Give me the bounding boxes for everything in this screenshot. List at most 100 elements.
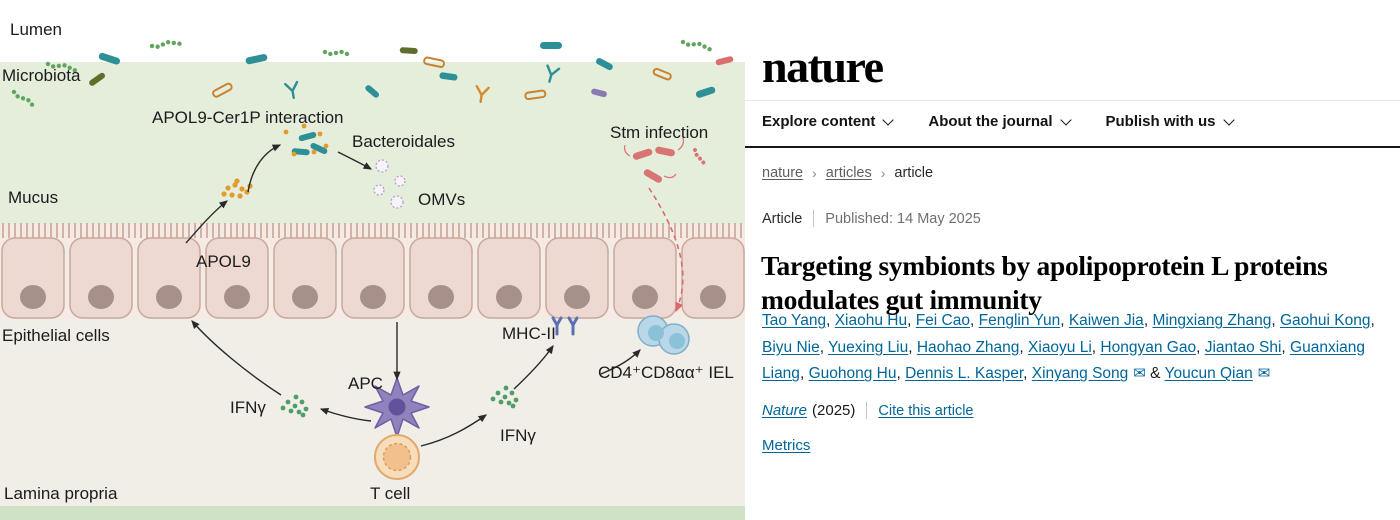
author-separator: , — [1196, 338, 1205, 356]
mhc2-receptor-icons — [551, 316, 579, 336]
author-link[interactable]: Biyu Nie — [762, 338, 820, 356]
author-separator: , — [826, 312, 835, 329]
chevron-down-icon — [882, 113, 895, 126]
ifng-cluster-right — [490, 385, 519, 409]
omv-vesicles — [373, 159, 406, 209]
author-link[interactable]: Xinyang Song — [1031, 365, 1129, 383]
label-t-cell: T cell — [370, 484, 411, 503]
author-separator: , — [1091, 338, 1101, 356]
stm-bacteria — [623, 137, 706, 183]
figure-panel: Lumen Microbiota APOL9-Cer1P interaction… — [0, 20, 745, 520]
nav-label: Explore content — [762, 113, 876, 130]
label-ifng-left: IFNγ — [230, 398, 266, 417]
label-mhc2: MHC-II — [502, 324, 556, 343]
email-icon[interactable]: ✉ — [1133, 365, 1146, 383]
article-type-label: Article — [762, 210, 803, 227]
author-separator: , — [1370, 312, 1375, 329]
author-link[interactable]: Fei Cao — [915, 312, 970, 329]
author-separator: , — [799, 365, 809, 383]
author-link[interactable]: Dennis L. Kasper — [905, 365, 1024, 383]
author-link[interactable]: Guohong Hu — [808, 365, 897, 383]
label-epithelial-cells: Epithelial cells — [2, 326, 110, 345]
author-link[interactable]: Yuexing Liu — [828, 338, 909, 356]
author-separator: , — [1143, 312, 1153, 329]
label-bacteroidales: Bacteroidales — [352, 132, 456, 151]
nav-label: About the journal — [928, 113, 1053, 130]
author-separator: , — [907, 312, 916, 329]
chevron-down-icon — [1059, 113, 1072, 126]
bacteroidales-cluster — [283, 123, 329, 157]
metrics-link[interactable]: Metrics — [762, 437, 811, 454]
cite-divider — [866, 402, 868, 419]
author-link[interactable]: Tao Yang — [762, 312, 827, 329]
label-lumen: Lumen — [10, 20, 62, 39]
author-link[interactable]: Fenglin Yun — [978, 312, 1061, 329]
label-apol9: APOL9 — [196, 252, 251, 271]
author-separator: & — [1145, 365, 1165, 383]
figure-illustration — [0, 39, 745, 520]
article-meta: Article Published: 14 May 2025 — [762, 210, 981, 227]
meta-divider — [813, 210, 815, 227]
microbiota-bacteria — [11, 39, 734, 107]
cite-this-article-link[interactable]: Cite this article — [878, 402, 974, 419]
published-date: Published: 14 May 2025 — [825, 210, 981, 227]
author-link[interactable]: Gaohui Kong — [1279, 312, 1371, 329]
author-separator: , — [1023, 365, 1032, 383]
label-apol9-cer1p: APOL9-Cer1P interaction — [152, 108, 344, 127]
label-microbiota: Microbiota — [2, 66, 81, 85]
label-mucus: Mucus — [8, 188, 59, 207]
author-link[interactable]: Haohao Zhang — [916, 338, 1020, 356]
author-separator: , — [896, 365, 906, 383]
nav-publish-with-us[interactable]: Publish with us — [1105, 113, 1235, 130]
author-link[interactable]: Youcun Qian — [1164, 365, 1253, 383]
site-nav: Explore content About the journal Publis… — [762, 113, 1235, 130]
nav-label: Publish with us — [1105, 113, 1216, 130]
breadcrumb-separator-icon: › — [880, 165, 886, 181]
breadcrumb-nature[interactable]: nature — [762, 165, 804, 181]
author-link[interactable]: Kaiwen Jia — [1068, 312, 1144, 329]
author-separator: , — [1281, 338, 1291, 356]
author-separator: , — [819, 338, 829, 356]
breadcrumb-articles[interactable]: articles — [825, 165, 872, 181]
label-omvs: OMVs — [418, 190, 466, 209]
author-separator: , — [908, 338, 917, 356]
breadcrumb-separator-icon: › — [812, 165, 817, 181]
metrics-row: Metrics — [762, 437, 810, 454]
iel-cells — [637, 315, 690, 355]
ifng-cluster-left — [280, 394, 309, 418]
author-separator: , — [1019, 338, 1029, 356]
label-lamina-propria: Lamina propria — [4, 484, 118, 503]
citation-row: Nature (2025) Cite this article — [762, 402, 973, 419]
author-link[interactable]: Jiantao Shi — [1204, 338, 1282, 356]
header-divider-dark — [745, 146, 1400, 148]
author-list: Tao Yang, Xiaohu Hu, Fei Cao, Fenglin Yu… — [762, 308, 1386, 388]
epithelial-nuclei — [20, 285, 726, 309]
label-ifng-right: IFNγ — [500, 426, 536, 445]
author-link[interactable]: Xiaohu Hu — [834, 312, 908, 329]
epithelial-cell-row — [1, 237, 745, 319]
author-link[interactable]: Xiaoyu Li — [1028, 338, 1092, 356]
article-page-panel: nature Explore content About the journal… — [745, 0, 1400, 520]
t-cell — [374, 434, 420, 480]
breadcrumb-article: article — [894, 165, 934, 181]
breadcrumb: nature › articles › article — [762, 165, 933, 181]
journal-link[interactable]: Nature — [762, 402, 808, 419]
author-link[interactable]: Guanxiang Liang — [762, 338, 1366, 383]
chevron-down-icon — [1222, 113, 1235, 126]
author-link[interactable]: Hongyan Gao — [1100, 338, 1197, 356]
article-title: Targeting symbionts by apolipoprotein L … — [761, 250, 1328, 315]
email-icon[interactable]: ✉ — [1257, 365, 1271, 383]
nature-logo[interactable]: nature — [762, 41, 884, 92]
author-link[interactable]: Mingxiang Zhang — [1152, 312, 1272, 329]
label-apc: APC — [348, 374, 383, 393]
header-divider-light — [745, 100, 1400, 101]
nav-about-the-journal[interactable]: About the journal — [928, 113, 1072, 130]
author-separator: , — [1271, 312, 1280, 329]
label-iel: CD4⁺CD8αα⁺ IEL — [598, 363, 734, 382]
flow-arrows — [185, 144, 641, 447]
label-stm-infection: Stm infection — [610, 123, 709, 142]
author-separator: , — [970, 312, 979, 329]
author-separator: , — [1060, 312, 1069, 329]
nav-explore-content[interactable]: Explore content — [762, 113, 895, 130]
stm-infection-arrow — [648, 187, 684, 313]
